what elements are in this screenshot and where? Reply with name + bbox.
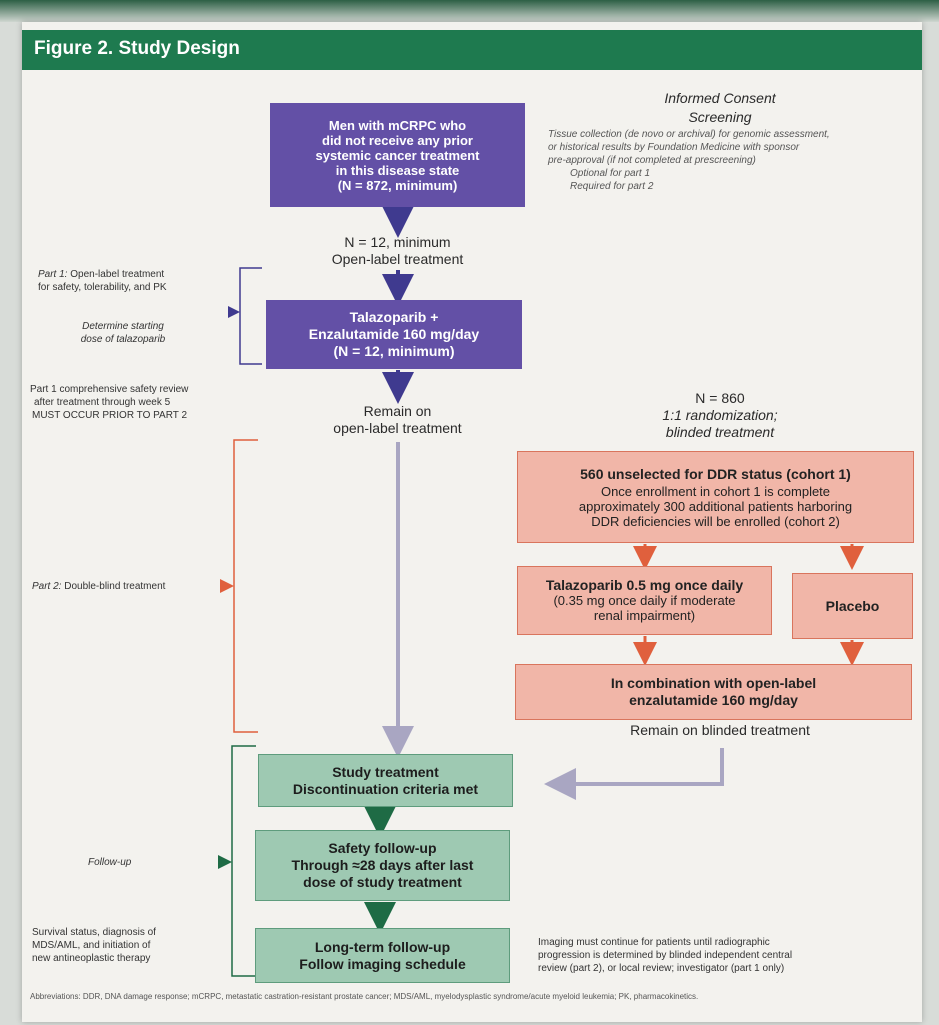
top-band xyxy=(0,0,939,22)
remain-blinded-label: Remain on blinded treatment xyxy=(630,722,810,738)
box-combination: In combination with open-label enzalutam… xyxy=(515,664,912,720)
tissue-collection-note: Tissue collection (de novo or archival) … xyxy=(548,129,830,192)
bracket-followup xyxy=(231,745,256,977)
survival-status-label: Survival status, diagnosis of MDS/AML, a… xyxy=(32,927,156,964)
box-cohort: 560 unselected for DDR status (cohort 1)… xyxy=(517,451,914,543)
box-long-term-follow-up: Long-term follow-up Follow imaging sched… xyxy=(255,928,510,983)
bracket-part2 xyxy=(233,439,258,733)
title-bar xyxy=(22,30,922,70)
bracket-followup-pointer xyxy=(218,855,232,869)
n12-label: N = 12, minimum Open-label treatment xyxy=(331,234,464,267)
box-talazoparib-dose: Talazoparib 0.5 mg once daily (0.35 mg o… xyxy=(517,566,772,635)
bracket-part2-pointer xyxy=(220,579,234,593)
determine-dose-label: Determine starting dose of talazoparib xyxy=(80,321,166,345)
box-placebo: Placebo xyxy=(792,573,913,639)
consent-heading: Informed Consent Screening xyxy=(664,90,776,125)
randomization-label: N = 860 1:1 randomization; blinded treat… xyxy=(662,390,778,440)
safety-review-label: Part 1 comprehensive safety review after… xyxy=(30,384,189,421)
bracket-part1-pointer xyxy=(228,306,240,318)
box-men-mcrpc: Men with mCRPC who did not receive any p… xyxy=(270,103,525,207)
part2-label: Part 2: Double-blind treatment xyxy=(32,581,166,592)
box-study-treatment: Study treatment Discontinuation criteria… xyxy=(258,754,513,807)
figure-title: Figure 2. Study Design xyxy=(34,38,240,59)
abbreviations: Abbreviations: DDR, DNA damage response;… xyxy=(30,992,699,1001)
remain-open-label: Remain on open-label treatment xyxy=(333,403,462,436)
follow-up-label: Follow-up xyxy=(88,857,132,868)
imaging-note: Imaging must continue for patients until… xyxy=(538,937,793,974)
arrow-blinded-to-study xyxy=(544,748,724,800)
box-talazoparib-enzalutamide: Talazoparib + Enzalutamide 160 mg/day (N… xyxy=(266,300,522,369)
part1-label: Part 1: Open-label treatment for safety,… xyxy=(38,269,167,293)
box-safety-follow-up: Safety follow-up Through ≈28 days after … xyxy=(255,830,510,901)
bracket-part1 xyxy=(239,267,262,365)
